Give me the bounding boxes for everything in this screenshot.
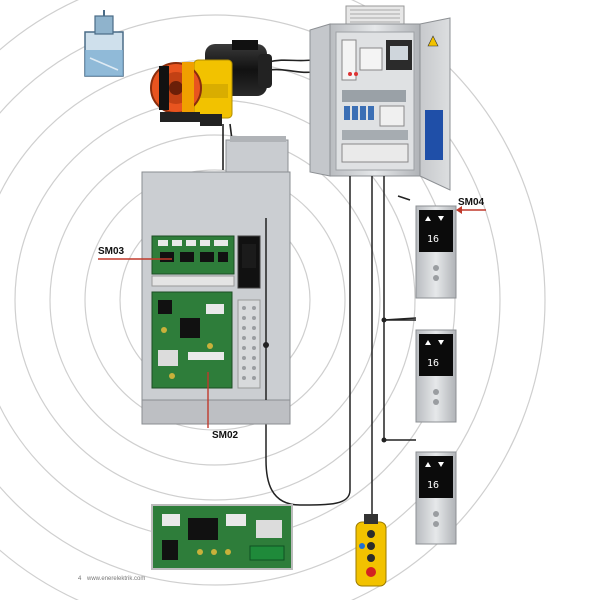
hall-display-floor-3: 16: [427, 480, 439, 491]
label-sm03: SM03: [98, 246, 125, 257]
sm04-arrowhead: [456, 206, 462, 214]
hall-display-floor-1: 16: [427, 234, 439, 245]
inverter-board-icon: [151, 504, 293, 570]
hall-station-1: [415, 205, 457, 299]
hall-station-3: [415, 451, 457, 545]
footer-url[interactable]: www.enerelektrik.com: [87, 576, 146, 582]
cable-junctions: [381, 317, 387, 443]
label-sm04: SM04: [458, 197, 485, 208]
trunk-cables: [240, 176, 417, 520]
page-footer: 4 www.enerelektrik.com: [78, 576, 145, 582]
car-controller-panel: [141, 136, 291, 425]
traction-motor-icon: [150, 40, 272, 126]
hall-station-2: [415, 329, 457, 423]
water-tank-icon: [84, 10, 124, 77]
page-number: 4: [78, 576, 82, 582]
hall-display-floor-2: 16: [427, 358, 439, 369]
pendant-controller-icon: [355, 514, 387, 587]
label-sm02: SM02: [212, 430, 239, 441]
label-pointers: [98, 209, 486, 428]
control-cabinet-icon: [309, 5, 451, 191]
